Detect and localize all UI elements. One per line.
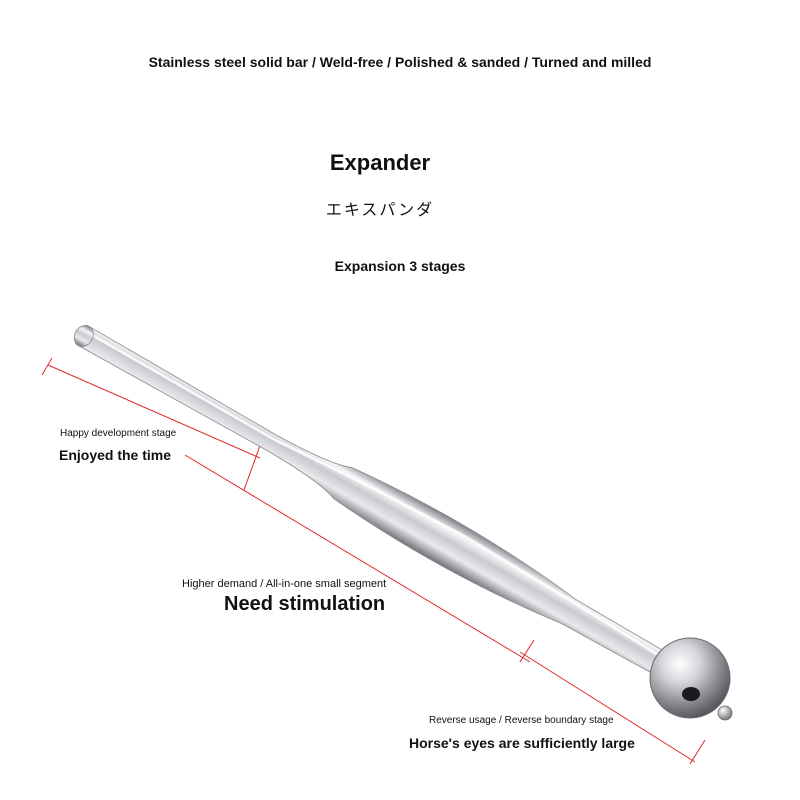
stage2-subtitle: Higher demand / All-in-one small segment [180, 577, 389, 591]
measure-tick-stage2 [519, 639, 535, 663]
ball-hole [682, 687, 700, 701]
measure-line-bottom [519, 651, 696, 763]
measure-tick-stage1 [243, 439, 263, 491]
stages-caption: Expansion 3 stages [334, 258, 466, 274]
measure-tick-top [41, 357, 53, 376]
stage2-title: Need stimulation [222, 592, 388, 617]
rod-highlight [90, 333, 686, 673]
feature-headline: Stainless steel solid bar / Weld-free / … [148, 54, 652, 70]
steel-rod [73, 325, 706, 697]
ball-end [649, 637, 731, 719]
measure-line-top [47, 364, 261, 459]
measure-line-mid [184, 454, 531, 663]
stage1-subtitle: Happy development stage [58, 427, 179, 440]
measure-tick-bottom [689, 739, 706, 765]
product-title: Expander [329, 150, 431, 175]
stage1-title: Enjoyed the time [57, 446, 174, 464]
measurement-lines [41, 357, 706, 765]
stage3-subtitle: Reverse usage / Reverse boundary stage [427, 714, 616, 727]
ball-nub [717, 705, 733, 721]
rod-thin-shaft [74, 325, 706, 697]
product-title-japanese: エキスパンダ [325, 200, 435, 219]
rod-tip [73, 325, 94, 347]
stage3-title: Horse's eyes are sufficiently large [407, 734, 637, 752]
